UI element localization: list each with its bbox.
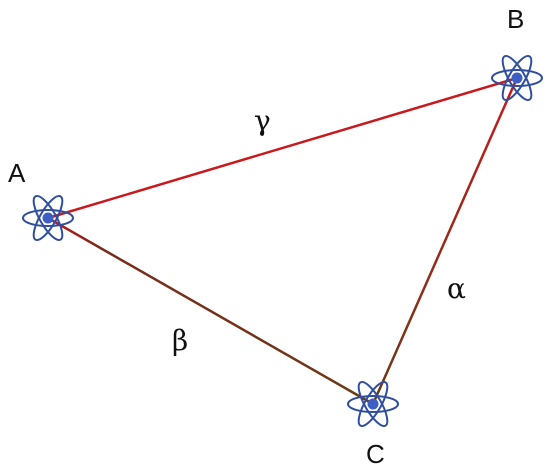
edge-ca [47,216,374,406]
vertex-label-c: C [366,439,385,469]
vertex-label-a: A [8,158,26,188]
atom-icon [22,194,74,242]
edge-label-gamma: γ [254,104,271,137]
edge-ab [47,76,518,220]
vertex-label-b: B [507,4,524,34]
edge-label-alpha: α [447,272,466,305]
atom-icon [347,380,399,428]
atom-icon [491,54,543,102]
edge-bc [371,77,519,405]
edge-label-beta: β [172,324,188,357]
